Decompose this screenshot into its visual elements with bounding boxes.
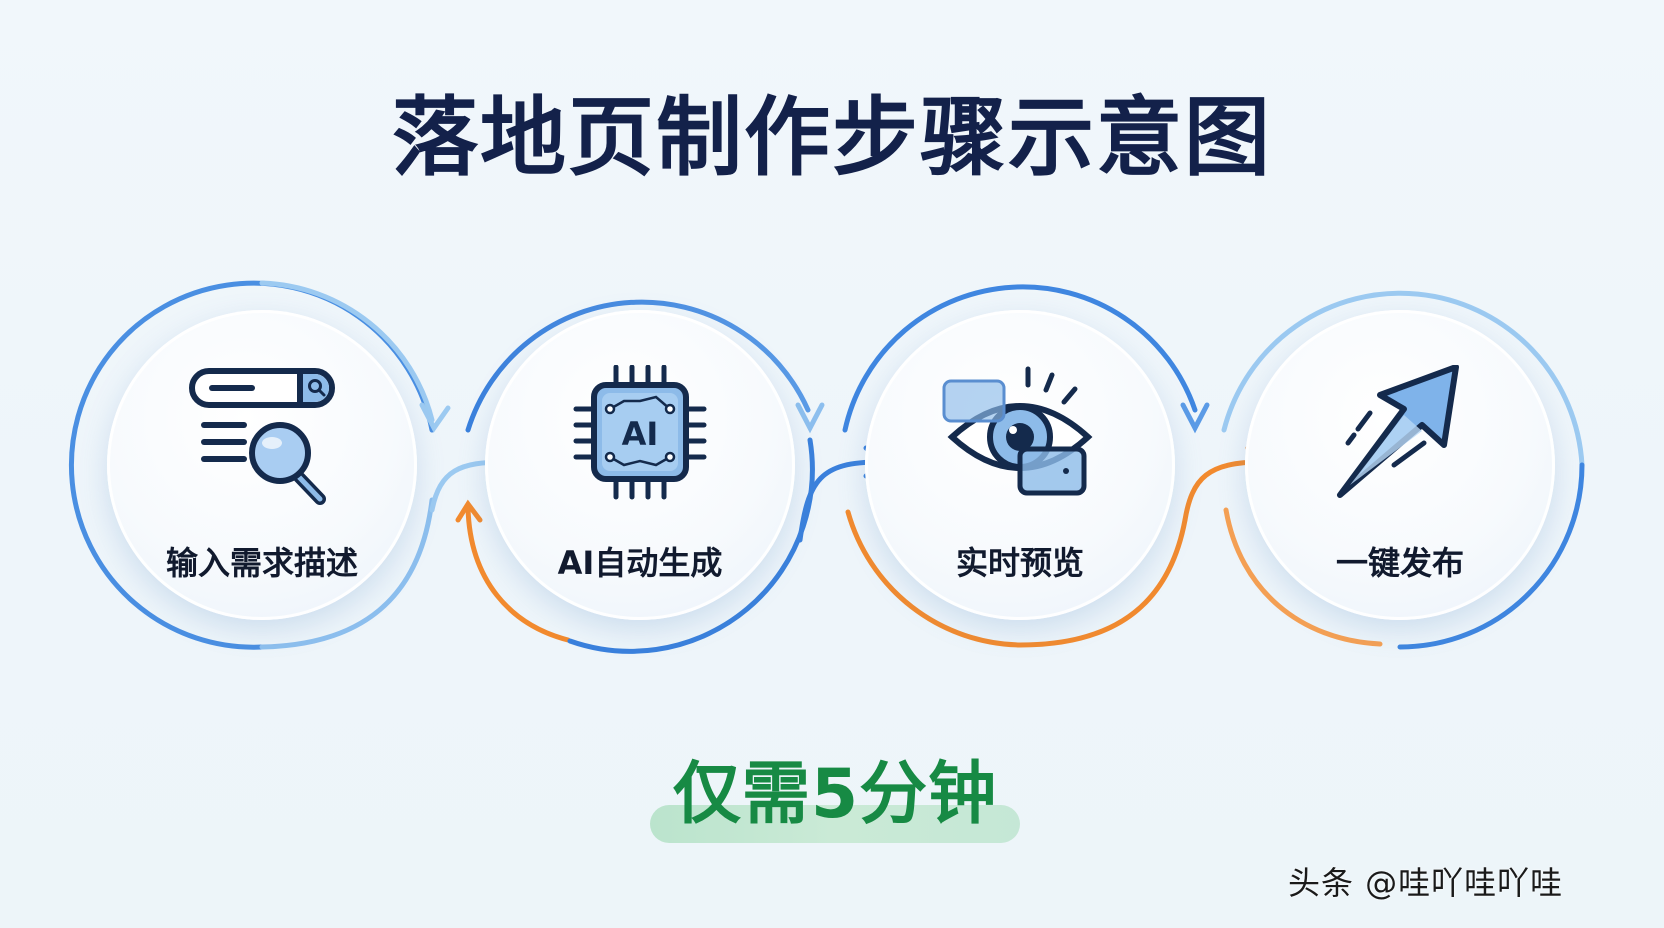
chip-ai-text: AI [622,415,659,453]
duration-badge: 仅需5分钟 [650,750,1020,850]
page-title: 落地页制作步骤示意图 [392,88,1272,188]
ai-chip-icon: AI [573,365,707,500]
step-3-label: 实时预览 [955,544,1084,582]
eye-preview-icon [942,366,1093,496]
step-1-label: 输入需求描述 [165,544,358,582]
watermark: 头条 @哇吖哇吖哇 [1288,864,1564,902]
step-1-input-requirements: 输入需求描述 [107,310,417,620]
badge-highlight [650,805,1020,843]
step-2-ai-generate: AI AI自动生成 [485,310,795,620]
badge-text: 仅需5分钟 [672,755,998,834]
launch-arrow-icon [1337,365,1459,498]
step-2-label: AI自动生成 [557,544,723,582]
ring-4-arc [1221,290,1585,468]
ring-3-arc [842,284,1198,433]
search-input-magnifier-icon [189,368,335,505]
ring-2-arc [465,299,811,433]
step-3-live-preview: 实时预览 [865,310,1175,620]
step-4-one-click-publish: 一键发布 [1245,310,1555,620]
step-4-label: 一键发布 [1335,544,1464,582]
